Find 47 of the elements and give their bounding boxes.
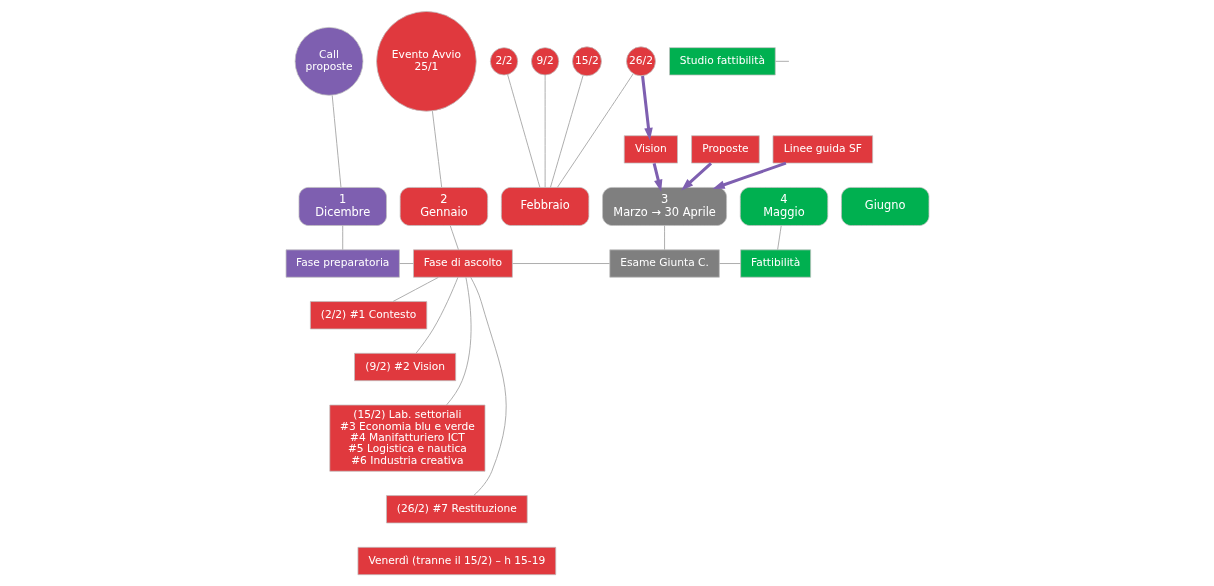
- arrow: [640, 75, 653, 141]
- connector: [398, 263, 414, 264]
- node-box: Vision: [623, 135, 678, 164]
- connector: [445, 277, 471, 406]
- node-circle: 9/2: [530, 47, 559, 76]
- node-box: Fattibilità: [739, 249, 811, 278]
- node-circle: Call proposte: [294, 27, 363, 96]
- node-box: Febbraio: [500, 187, 589, 226]
- connector: [556, 73, 634, 188]
- node-box: 2 Gennaio: [399, 187, 488, 226]
- node-box: Fase preparatoria: [285, 249, 400, 278]
- node-box: Studio fattibilità: [668, 47, 776, 76]
- node-box: Linee guida SF: [772, 135, 873, 164]
- node-box: 4 Maggio: [739, 187, 828, 226]
- node-box: (26/2) #7 Restituzione: [385, 495, 528, 524]
- connector: [544, 74, 546, 188]
- node-box: Giugno: [840, 187, 929, 226]
- node-box: 3 Marzo → 30 Aprile: [601, 187, 727, 226]
- connector: [415, 276, 458, 354]
- connector: [511, 263, 610, 264]
- connector: [431, 110, 442, 188]
- connector: [331, 94, 341, 188]
- node-box: Esame Giunta C.: [608, 249, 720, 278]
- node-box: 1 Dicembre: [298, 187, 387, 226]
- arrow: [680, 162, 712, 191]
- node-circle: 26/2: [625, 46, 656, 77]
- node-box: (9/2) #2 Vision: [353, 352, 456, 382]
- connector: [663, 225, 665, 251]
- connector: [718, 263, 741, 264]
- node-box: (15/2) Lab. settoriali #3 Economia blu e verde #4 Manifatturiero ICT #5 Logistica e nautica #6 Industria creativa: [328, 404, 485, 472]
- node-box: Venerdì (tranne il 15/2) – h 15-19: [357, 546, 556, 576]
- connector: [776, 225, 782, 251]
- node-box: Fase di ascolto: [412, 249, 513, 278]
- connector: [392, 276, 439, 302]
- node-box: (2/2) #1 Contesto: [309, 301, 427, 330]
- connector: [469, 276, 507, 496]
- arrow: [652, 162, 662, 192]
- connector: [506, 74, 540, 188]
- node-box: Proposte: [690, 135, 760, 164]
- node-circle: 15/2: [571, 46, 602, 77]
- node-circle: Evento Avvio 25/1: [375, 11, 477, 112]
- node-circle: 2/2: [489, 47, 518, 76]
- connector: [449, 225, 459, 251]
- connector: [549, 75, 583, 188]
- connector: [341, 225, 343, 251]
- arrow: [712, 161, 786, 189]
- connector: [774, 60, 789, 62]
